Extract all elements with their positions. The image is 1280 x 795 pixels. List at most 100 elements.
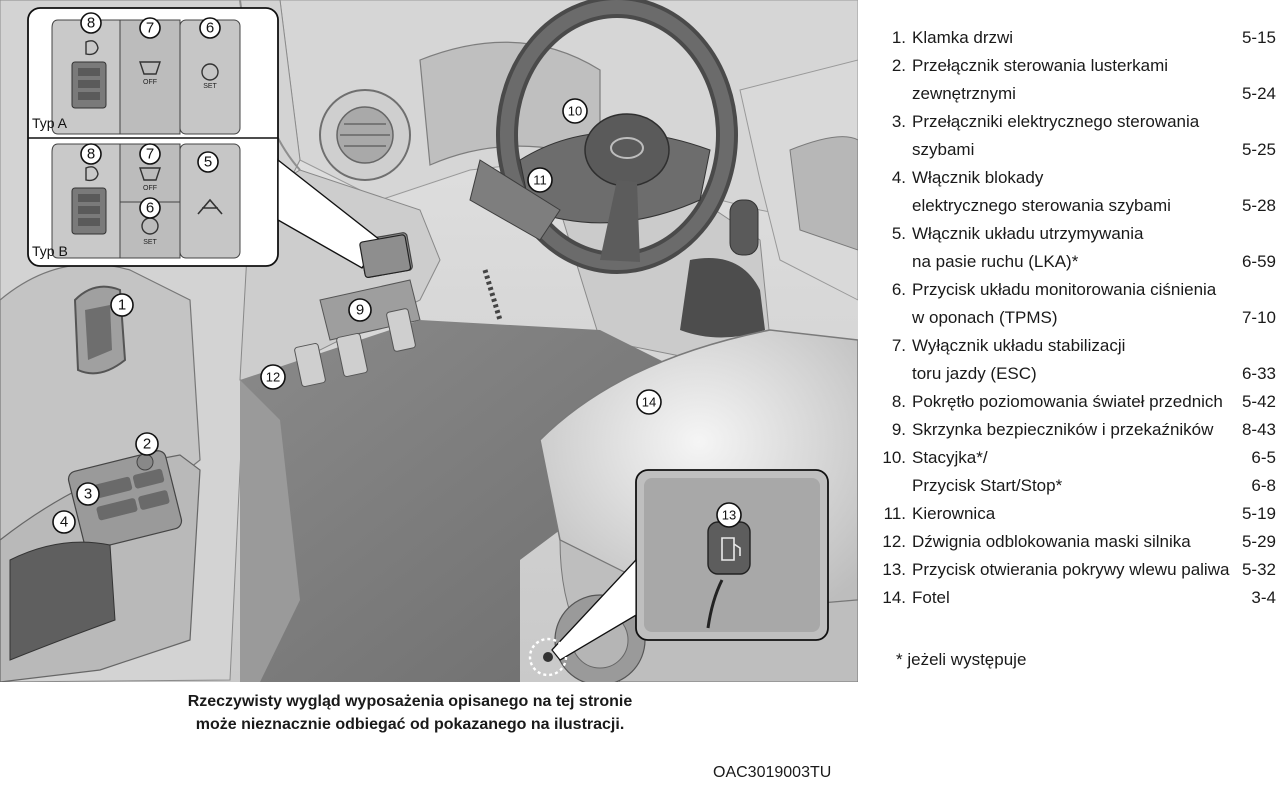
callout-9: 9: [348, 298, 372, 322]
callout-14: 14: [636, 389, 662, 415]
legend-item: 6.Przycisk układu monitorowania ciśnieni…: [870, 276, 1276, 332]
type-a-label: Typ A: [32, 115, 68, 131]
esc-off-icon: [139, 61, 161, 75]
legend-item: 5. Włącznik układu utrzymywania na pasie r…: [870, 220, 1276, 276]
legend-page-ref: [1268, 52, 1276, 80]
svg-text:14: 14: [642, 395, 656, 410]
legend-text: Kierownica: [912, 504, 996, 523]
legend-text: w oponach (TPMS): [912, 308, 1058, 327]
svg-text:8: 8: [87, 146, 95, 163]
legend-text: Przycisk Start/Stop*: [912, 476, 1063, 495]
legend-page-ref: 6-8: [1251, 476, 1276, 495]
legend-number: 7.: [891, 336, 906, 355]
headlight-leveling-icon: [85, 40, 99, 56]
callout-7b: 7: [139, 143, 161, 165]
legend-number: 10.: [882, 448, 906, 467]
steering-hub: [584, 113, 670, 187]
svg-text:11: 11: [533, 173, 547, 188]
legend-page-ref: 3-4: [1251, 588, 1276, 607]
svg-text:5: 5: [204, 154, 212, 171]
legend-text: Przycisk otwierania pokrywy wlewu paliwa: [912, 560, 1230, 579]
legend-number: 5.: [891, 224, 906, 243]
legend-text: elektrycznego sterowania szybami: [912, 196, 1171, 215]
door-pocket: [9, 541, 116, 661]
callout-8a: 8: [80, 12, 102, 34]
legend-page-ref: 6-59: [1241, 252, 1276, 271]
legend-text: Klamka drzwi: [912, 28, 1014, 47]
legend-number: 14.: [882, 588, 906, 607]
legend-text: Włącznik układu utrzymywania: [912, 224, 1144, 243]
legend-page-ref: 5-28: [1241, 196, 1276, 215]
callout-6a: 6: [199, 17, 221, 39]
svg-text:7: 7: [146, 146, 154, 163]
pedals: [294, 269, 503, 387]
legend-page-ref: 5-15: [1241, 28, 1276, 47]
lka-icon: [197, 198, 223, 215]
legend-page-ref: [1268, 220, 1276, 248]
legend-text: szybami: [912, 140, 975, 159]
legend-number: 3.: [891, 112, 906, 131]
legend-item: 14. Fotel 3-4: [870, 584, 1276, 612]
disclaimer-line-1: Rzeczywisty wygląd wyposażenia opisanego…: [187, 693, 633, 710]
legend-page-ref: 7-10: [1241, 308, 1276, 327]
legend-page-ref: [1268, 108, 1276, 136]
callout-7a: 7: [139, 17, 161, 39]
availability-footnote: * jeżeli występuje: [896, 650, 1027, 669]
svg-text:13: 13: [722, 508, 736, 523]
legend-page-ref: 5-19: [1241, 504, 1276, 523]
legend-text: Fotel: [912, 588, 950, 607]
legend-page-ref: [1268, 164, 1276, 192]
legend-text: Stacyjka*/: [912, 448, 988, 467]
legend-number: 12.: [882, 532, 906, 551]
type-b-label: Typ B: [32, 243, 68, 259]
legend-text: Przycisk układu monitorowania ciśnienia: [912, 280, 1217, 299]
legend-page-ref: 5-25: [1241, 140, 1276, 159]
steering-column: [469, 159, 561, 241]
illustration-disclaimer: Rzeczywisty wygląd wyposażenia opisanego…: [130, 690, 690, 736]
callout-11: 11: [527, 167, 553, 193]
esc-off-label: OFF: [143, 185, 157, 192]
legend-text: Wyłącznik układu stabilizacji: [912, 336, 1126, 355]
car-interior-illustration: OFF SET OFF SET Typ A Typ B: [0, 0, 858, 682]
legend-number: 8.: [891, 392, 906, 411]
gear-shift-boot: [680, 258, 765, 338]
legend-text: Dźwignia odblokowania maski silnika: [912, 532, 1191, 551]
callout-6b: 6: [139, 197, 161, 219]
esc-off-icon: [139, 167, 161, 181]
legend-page-ref: 5-42: [1241, 392, 1276, 411]
tpms-set-label: SET: [143, 239, 157, 246]
legend-text: Skrzynka bezpieczników i przekaźników: [912, 420, 1214, 439]
svg-text:3: 3: [84, 486, 92, 503]
legend-text: na pasie ruchu (LKA)*: [912, 252, 1079, 271]
svg-text:9: 9: [356, 302, 364, 319]
legend-page-ref: [1268, 332, 1276, 360]
svg-text:7: 7: [146, 20, 154, 37]
svg-text:4: 4: [60, 514, 68, 531]
callout-1: 1: [110, 293, 134, 317]
legend-page-ref: 5-29: [1241, 532, 1276, 551]
mirror-switch: [136, 453, 154, 471]
svg-text:6: 6: [146, 200, 154, 217]
callout-12: 12: [260, 364, 286, 390]
legend-number: 4.: [891, 168, 906, 187]
svg-text:2: 2: [143, 436, 151, 453]
legend-page-ref: 5-32: [1241, 560, 1276, 579]
legend-number: 2.: [891, 56, 906, 75]
fuel-lever-highlight: [528, 637, 568, 677]
disclaimer-line-2: może nieznacznie odbiegać od pokazanego …: [195, 716, 625, 733]
headlight-leveling-icon: [85, 166, 99, 182]
fuel-pump-icon: [721, 537, 741, 561]
legend-number: 9.: [891, 420, 906, 439]
tpms-icon: [201, 63, 219, 81]
type-a-switches: OFF SET: [51, 19, 241, 135]
legend-text: Pokrętło poziomowania świateł przednich: [912, 392, 1223, 411]
svg-text:10: 10: [568, 104, 582, 119]
legend-item: 12. Dźwignia odblokowania maski silnika 5-…: [870, 528, 1276, 556]
svg-text:12: 12: [266, 370, 280, 385]
gear-shift-knob: [729, 199, 759, 256]
